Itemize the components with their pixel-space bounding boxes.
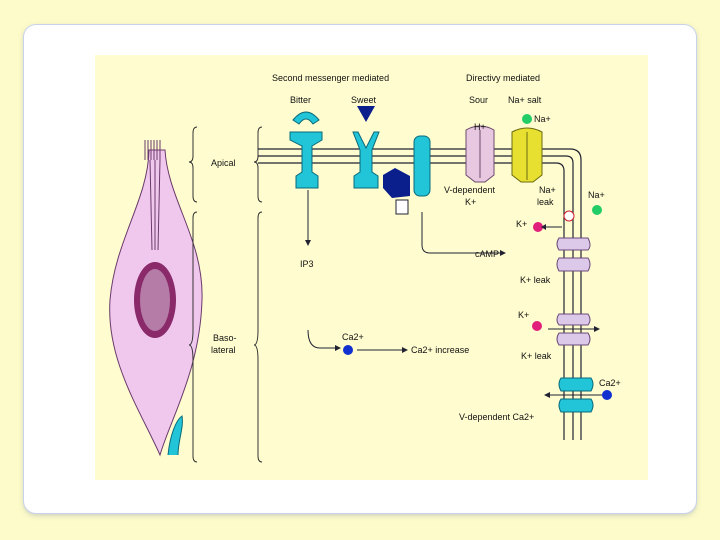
ca-channel — [558, 377, 594, 413]
ca-release-arrow — [307, 329, 335, 349]
basolateral-label-2: lateral — [211, 345, 236, 355]
sour-label: Sour — [469, 95, 488, 105]
na-leak-pore — [563, 210, 575, 222]
second-messenger-header: Second messenger mediated — [272, 73, 389, 83]
k-plus-label-1: K+ — [516, 219, 527, 229]
ca-ion-left — [343, 345, 353, 355]
region-brackets — [188, 126, 263, 463]
camp-pathway — [421, 212, 500, 254]
v-dependent-k-label-1: V-dependent — [444, 185, 496, 195]
na-right-label: Na+ — [588, 190, 605, 200]
na-top-label: Na+ — [534, 114, 551, 124]
k-channel-camp — [556, 237, 591, 272]
k-ion-2 — [532, 321, 542, 331]
salt-label: Na+ salt — [508, 95, 542, 105]
k-leak-channel — [556, 313, 591, 346]
bitter-label: Bitter — [290, 95, 311, 105]
sweet-receptor — [352, 106, 380, 189]
ca2-increase-label: Ca2+ increase — [411, 345, 469, 355]
na-leak-label-2: leak — [537, 197, 554, 207]
na-ion-top — [522, 114, 532, 124]
directly-mediated-header: Directivy mediated — [466, 73, 540, 83]
camp-label: cAMP — [475, 249, 499, 259]
na-ion-right — [592, 205, 602, 215]
salt-channel — [511, 127, 543, 183]
k-plus-label-2: K+ — [518, 310, 529, 320]
ip3-label: IP3 — [300, 259, 314, 269]
v-dependent-ca-label: V-dependent Ca2+ — [459, 412, 534, 422]
cell-membrane — [258, 148, 582, 440]
sweet-label: Sweet — [351, 95, 377, 105]
k-ion-1 — [533, 222, 543, 232]
na-leak-label-1: Na+ — [539, 185, 556, 195]
sour-channel — [465, 125, 495, 183]
ca2-right-label: Ca2+ — [599, 378, 621, 388]
taste-cell — [109, 140, 203, 457]
ca-ion-right — [602, 390, 612, 400]
k-leak-label-2: K+ leak — [521, 351, 552, 361]
k-leak-label-1: K+ leak — [520, 275, 551, 285]
apical-label: Apical — [211, 158, 236, 168]
ca2-left-label: Ca2+ — [342, 332, 364, 342]
g-protein — [383, 135, 431, 215]
v-dependent-k-label-2: K+ — [465, 197, 476, 207]
basolateral-label-1: Baso- — [213, 333, 237, 343]
bitter-receptor — [289, 111, 323, 189]
h-plus-label: H+ — [474, 122, 486, 132]
